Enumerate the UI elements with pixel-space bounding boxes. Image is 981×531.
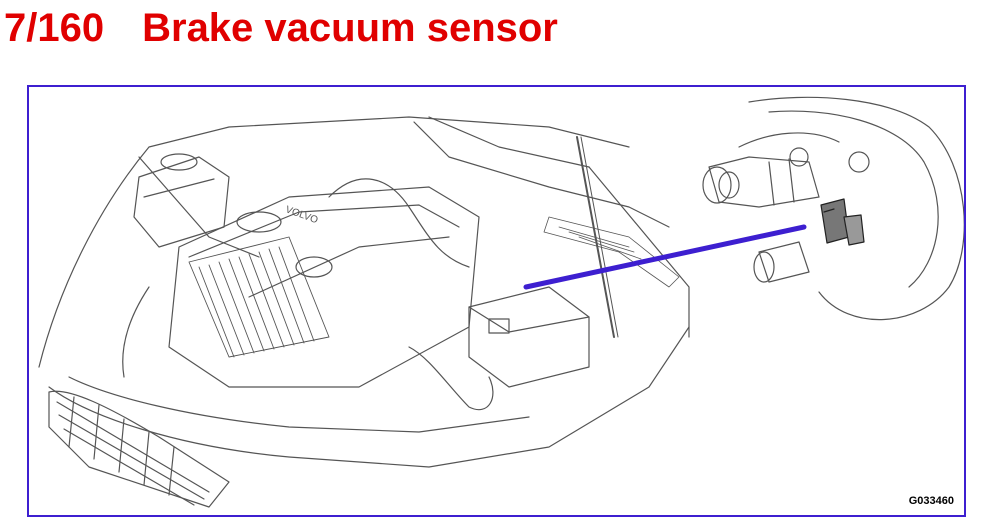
- intake-manifold: [188, 236, 330, 358]
- brake-booster: [738, 96, 964, 321]
- sensor-pointer-line: [523, 224, 807, 290]
- page-title: Brake vacuum sensor: [142, 5, 558, 50]
- hoses: [122, 178, 494, 411]
- hood-strut: [576, 136, 619, 338]
- relay-box: [468, 286, 590, 388]
- cowl-grille: [543, 216, 680, 288]
- car-body-outline: [38, 116, 690, 468]
- vacuum-connector: [702, 156, 820, 208]
- page-number: 7/160: [4, 5, 105, 50]
- figure-reference-code: G033460: [908, 495, 954, 507]
- engine-brand-text: VOLVO: [284, 204, 320, 226]
- engine-bay-illustration: VOLVO: [38, 96, 964, 508]
- vacuum-pipe: [753, 241, 810, 283]
- page-header: 7/160 Brake vacuum sensor: [4, 0, 558, 56]
- diagram-frame: VOLVO: [27, 85, 966, 517]
- engine-block: VOLVO: [168, 186, 480, 388]
- brake-vacuum-sensor: [820, 198, 865, 246]
- front-grille: [48, 390, 230, 508]
